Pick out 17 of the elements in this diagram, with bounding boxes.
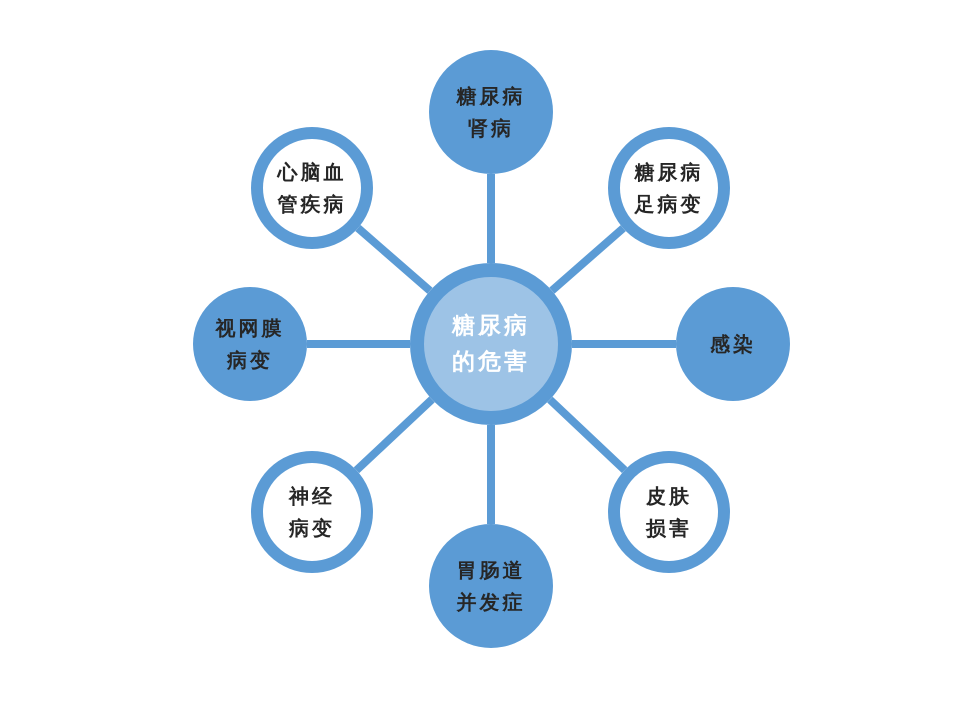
- node-label: 感染: [710, 331, 756, 358]
- node-label: 糖尿病足病变: [634, 159, 704, 218]
- node-label: 糖尿病的危害: [451, 312, 531, 377]
- node-label: 神经病变: [288, 483, 336, 542]
- connector-line: [547, 396, 628, 474]
- node-label: 糖尿病肾病: [456, 83, 526, 142]
- connector-line: [307, 340, 410, 348]
- connector-line: [549, 225, 626, 294]
- node-label: 皮肤损害: [646, 483, 692, 542]
- connector-line: [355, 225, 433, 294]
- connector-line: [487, 174, 495, 263]
- connector-line: [487, 425, 495, 524]
- connector-line: [572, 340, 676, 348]
- node-label: 视网膜病变: [214, 315, 286, 374]
- connector-line: [354, 396, 435, 474]
- node-label: 心脑血管疾病: [276, 159, 348, 218]
- node-label: 胃肠道并发症: [456, 557, 526, 616]
